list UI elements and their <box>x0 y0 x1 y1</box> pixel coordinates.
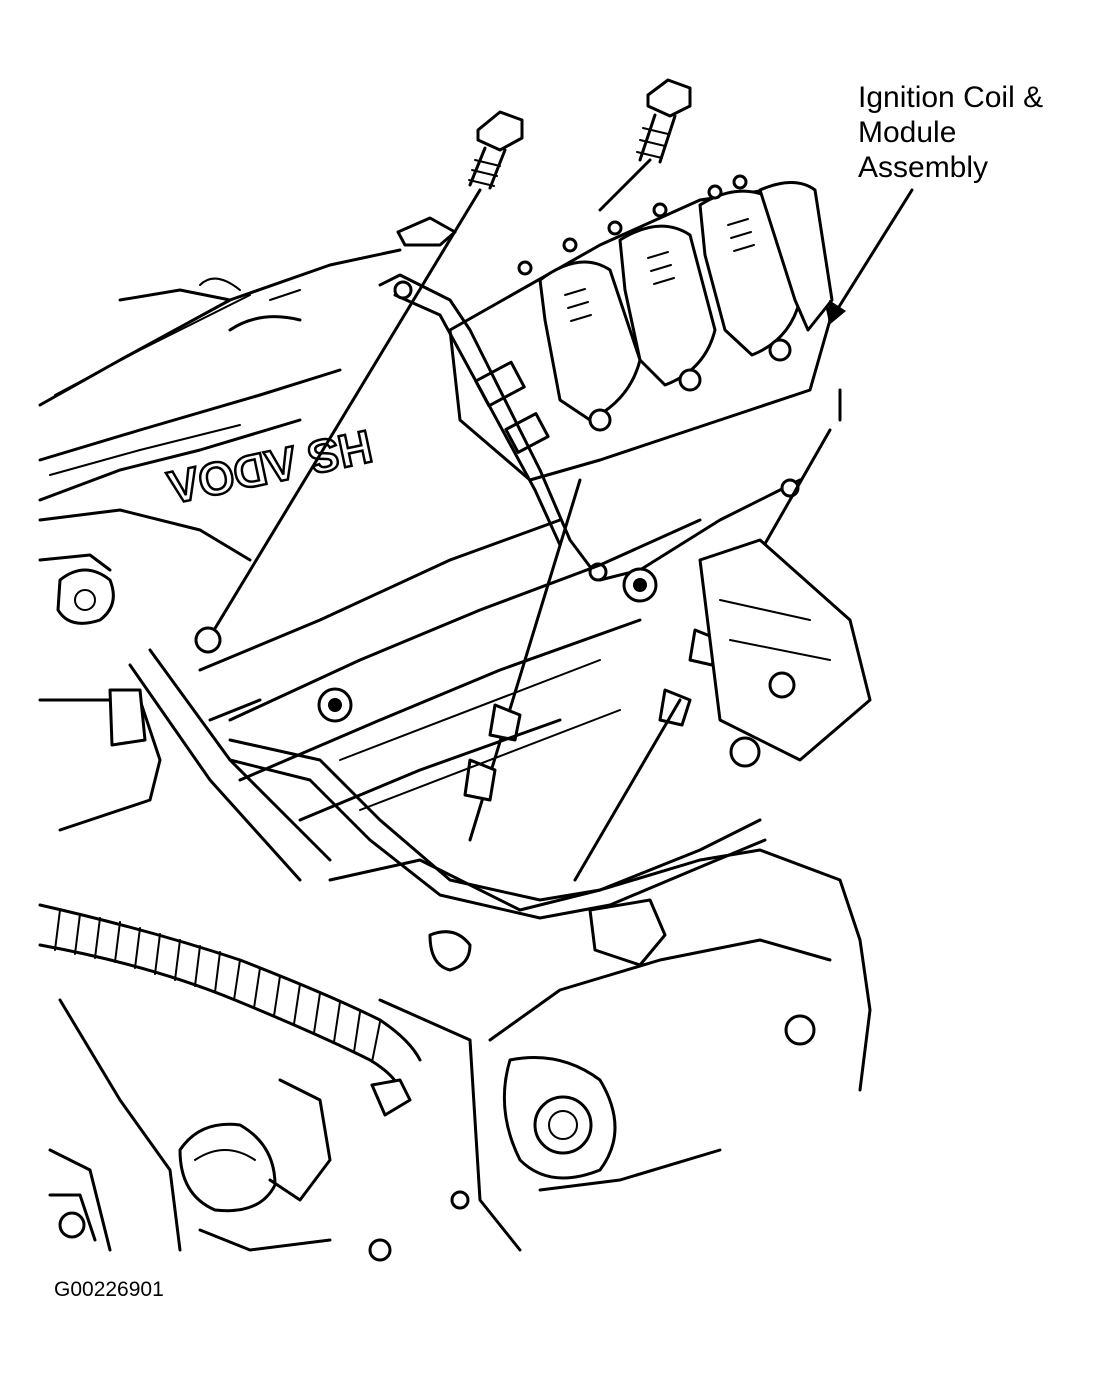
wire-harness <box>38 903 422 1117</box>
figure-id: G00226901 <box>54 1278 164 1301</box>
callout-line-2: Module <box>858 116 957 149</box>
lower-left-components <box>48 998 332 1252</box>
bolt-center <box>598 78 692 212</box>
front-cover <box>328 848 872 1262</box>
callout-leader-line <box>830 188 914 320</box>
vacuum-tube <box>228 738 762 902</box>
engine-marking: HS ΛDOΛ <box>163 420 377 514</box>
callout-arrowhead <box>828 300 846 326</box>
ignition-coil-assembly <box>378 174 834 582</box>
cylinder-head <box>198 518 872 822</box>
accessory-bracket <box>38 508 332 882</box>
callout-line-1: Ignition Coil & <box>858 81 1044 114</box>
wire-clip <box>396 216 457 247</box>
callout-line-3: Assembly <box>858 151 989 184</box>
valve-cover: HS ΛDOΛ <box>38 248 402 515</box>
bolt-left <box>194 110 524 654</box>
callout-label: Ignition Coil & Module Assembly <box>858 80 1043 185</box>
